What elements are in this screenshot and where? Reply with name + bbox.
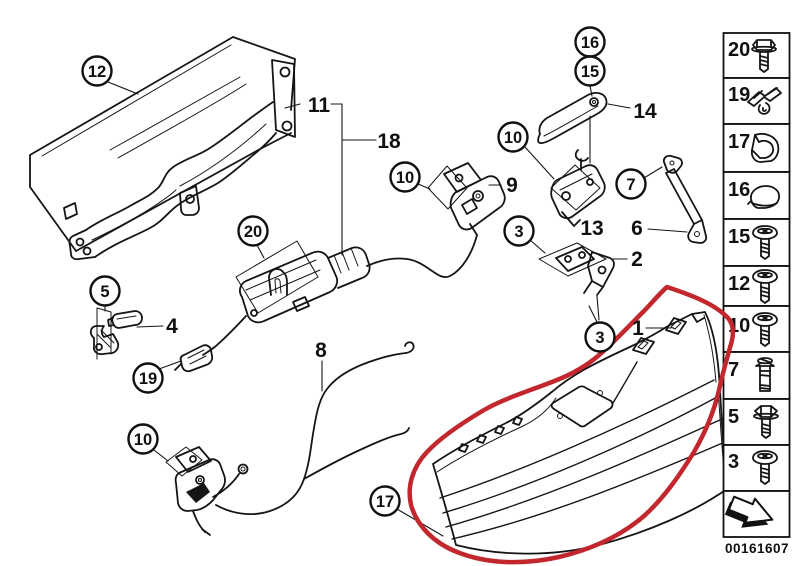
svg-text:10: 10 bbox=[504, 129, 522, 147]
part-labels: 11 18 14 9 13 6 2 1 4 8 bbox=[166, 94, 657, 362]
fastener-sidebar: 20 19 17 bbox=[722, 32, 791, 556]
sidebar-cell-arrow[interactable] bbox=[722, 490, 791, 538]
callout-10c[interactable]: 10 bbox=[127, 423, 159, 455]
part-label-14[interactable]: 14 bbox=[633, 100, 657, 123]
svg-text:12: 12 bbox=[88, 63, 106, 81]
svg-text:20: 20 bbox=[244, 223, 262, 241]
sidebar-cell-20[interactable]: 20 bbox=[722, 32, 791, 79]
sidebar-cell-7[interactable]: 7 bbox=[722, 351, 791, 400]
part-13-latch bbox=[524, 146, 606, 227]
svg-text:10: 10 bbox=[396, 169, 414, 187]
callout-10a[interactable]: 10 bbox=[389, 161, 421, 193]
direction-arrow-icon bbox=[724, 495, 774, 528]
callout-16[interactable]: 16 bbox=[574, 26, 606, 58]
hex-washer-screw-icon bbox=[751, 39, 777, 73]
leader-line-3b bbox=[588, 305, 598, 323]
sidebar-cell-5[interactable]: 5 bbox=[722, 398, 791, 446]
leader-lines-11-18 bbox=[107, 81, 377, 256]
sidebar-item-number: 7 bbox=[728, 359, 739, 381]
svg-text:17: 17 bbox=[376, 493, 394, 511]
svg-text:7: 7 bbox=[626, 176, 635, 194]
part-label-1[interactable]: 1 bbox=[632, 317, 644, 340]
sidebar-item-number: 16 bbox=[728, 179, 750, 201]
svg-text:16: 16 bbox=[581, 34, 599, 52]
part-2-hinge-bracket bbox=[529, 239, 628, 321]
part-label-8[interactable]: 8 bbox=[315, 339, 327, 362]
part-9-lock bbox=[417, 162, 506, 236]
part-14-handle bbox=[537, 85, 631, 164]
callout-3b[interactable]: 3 bbox=[584, 321, 616, 353]
part-20-actuator-assembly bbox=[202, 240, 371, 356]
callout-5[interactable]: 5 bbox=[89, 275, 121, 307]
callout-3a[interactable]: 3 bbox=[503, 215, 535, 247]
part-label-4[interactable]: 4 bbox=[166, 315, 178, 338]
svg-text:5: 5 bbox=[100, 283, 109, 301]
sidebar-item-number: 20 bbox=[728, 39, 750, 61]
cap-icon bbox=[747, 185, 780, 209]
part-label-13[interactable]: 13 bbox=[580, 217, 603, 240]
sidebar-item-number: 12 bbox=[728, 273, 750, 295]
part-10-lower-lock bbox=[153, 446, 249, 536]
svg-text:10: 10 bbox=[134, 431, 152, 449]
release-cable bbox=[366, 234, 478, 279]
part-11-bracket bbox=[63, 59, 296, 261]
part-label-2[interactable]: 2 bbox=[631, 248, 643, 271]
sidebar-cell-3[interactable]: 3 bbox=[722, 444, 791, 492]
sidebar-item-number: 15 bbox=[728, 226, 750, 248]
sidebar-item-number: 3 bbox=[728, 451, 739, 473]
sidebar-cell-17[interactable]: 17 bbox=[722, 123, 791, 173]
callout-17[interactable]: 17 bbox=[369, 485, 401, 517]
callouts: 12 16 15 10 10 20 7 3 bbox=[81, 26, 647, 517]
part-19-cable-connector bbox=[158, 344, 214, 373]
callout-20[interactable]: 20 bbox=[237, 215, 269, 247]
sidebar-cell-15[interactable]: 15 bbox=[722, 218, 791, 267]
callout-10b[interactable]: 10 bbox=[497, 121, 529, 153]
sidebar-cell-12[interactable]: 12 bbox=[722, 265, 791, 307]
part-8-bowden-cable bbox=[215, 341, 415, 516]
callout-19[interactable]: 19 bbox=[132, 362, 164, 394]
spring-clip-icon bbox=[747, 87, 782, 115]
part-4-5-release-lever bbox=[89, 305, 164, 360]
sidebar-cell-16[interactable]: 16 bbox=[722, 171, 791, 220]
callout-12[interactable]: 12 bbox=[81, 55, 113, 87]
part-17-trim-panel bbox=[432, 311, 728, 555]
svg-text:3: 3 bbox=[595, 329, 604, 347]
part-label-11[interactable]: 11 bbox=[308, 94, 331, 117]
svg-text:15: 15 bbox=[581, 63, 599, 81]
shoulder-bolt-icon bbox=[755, 357, 775, 392]
highlight-ellipse bbox=[407, 284, 736, 565]
svg-text:3: 3 bbox=[514, 223, 523, 241]
sidebar-cell-19[interactable]: 19 bbox=[722, 77, 791, 125]
part-label-6[interactable]: 6 bbox=[631, 217, 643, 240]
sidebar-item-number: 19 bbox=[728, 84, 750, 106]
part-label-9[interactable]: 9 bbox=[506, 174, 518, 197]
sidebar-item-number: 5 bbox=[728, 406, 739, 428]
document-number: 00161607 bbox=[725, 541, 789, 556]
hex-flange-bolt-icon bbox=[753, 405, 779, 439]
cover-cap-icon bbox=[750, 132, 780, 163]
callout-15[interactable]: 15 bbox=[574, 55, 606, 87]
part-6-gas-strut bbox=[643, 154, 708, 244]
sidebar-item-number: 17 bbox=[728, 131, 750, 153]
part-label-18[interactable]: 18 bbox=[377, 130, 401, 153]
callout-7[interactable]: 7 bbox=[615, 168, 647, 200]
svg-text:19: 19 bbox=[139, 370, 157, 388]
